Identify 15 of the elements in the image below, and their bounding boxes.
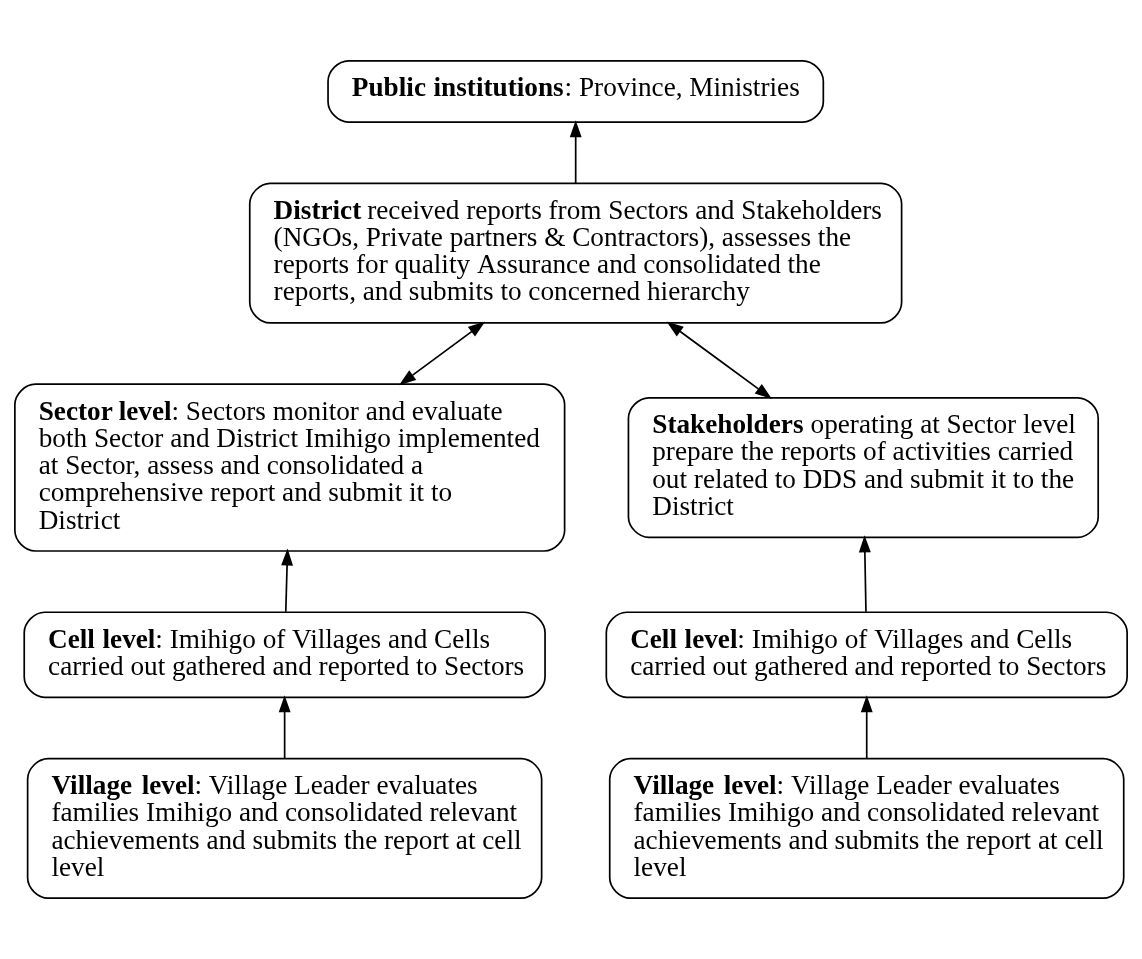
node-box: Sector level: Sectors monitor and evaluate both Sector and District Imihigo implemented at Sector, assess and consolidated a comprehensive report and submit it to District <box>14 383 566 552</box>
node-box: Stakeholders operating at Sector level prepare the reports of activities carried out related to DDS and submit it to the District <box>627 396 1100 539</box>
arrow <box>666 321 772 399</box>
arrow <box>278 695 291 760</box>
node-box: District received reports from Sectors and Stakeholders (NGOs, Private partners & Contractors), assesses the reports for quality Assurance and consolidated the reports, and submits to concerned hierarchy <box>248 182 903 324</box>
arrow <box>860 695 873 760</box>
node-box: Public institutions: Province, Ministries <box>327 59 825 123</box>
node-box: Cell level: Imihigo of Villages and Cells carried out gathered and reported to Sectors <box>23 611 546 699</box>
node-box: Cell level: Imihigo of Villages and Cells carried out gathered and reported to Sectors <box>605 611 1128 699</box>
arrow <box>281 548 294 613</box>
arrow <box>569 120 582 184</box>
node-box: Village level: Village Leader evaluates families Imihigo and consolidated relevant achievements and submits the report at cell level <box>608 757 1125 900</box>
node-box: Village level: Village Leader evaluates families Imihigo and consolidated relevant achievements and submits the report at cell level <box>26 757 543 900</box>
arrow <box>858 535 871 613</box>
arrow <box>399 321 486 386</box>
